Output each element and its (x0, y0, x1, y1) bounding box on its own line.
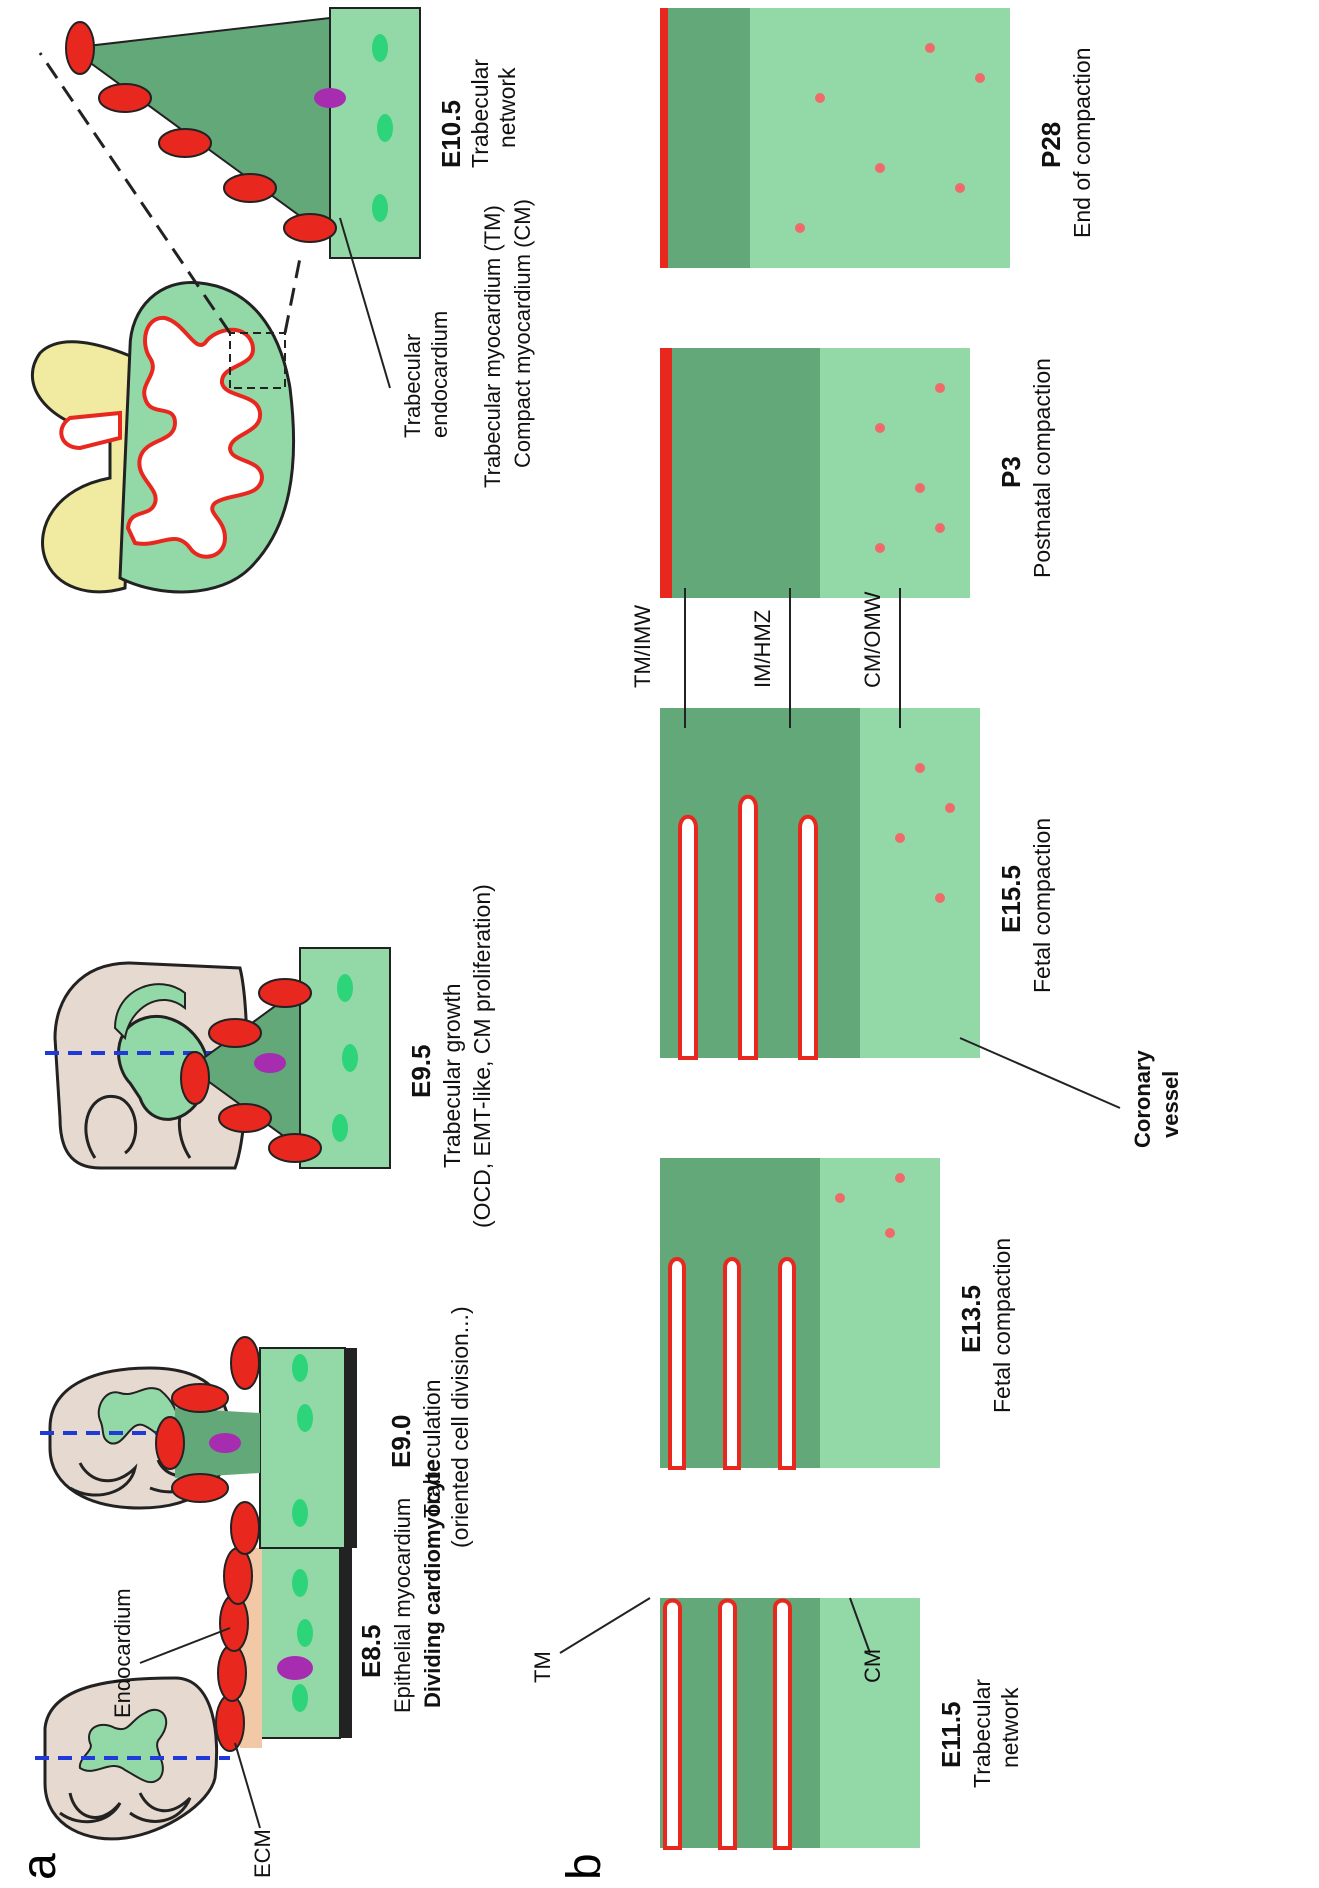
stage-b-p3-desc: Postnatal compaction (1029, 358, 1055, 578)
stage-b-p3: P3 (996, 456, 1026, 488)
label-compact-myocardium: Compact myocardium (CM) (510, 199, 535, 468)
stage-e95-desc: Trabecular growth (439, 983, 465, 1168)
stage-b-p28: P28 (1036, 122, 1066, 168)
label-ecm: ECM (250, 1829, 275, 1878)
block-e155 (660, 708, 980, 1058)
label-b-tm: TM (530, 1651, 555, 1683)
label-coronary-2: vessel (1158, 1071, 1183, 1138)
stage-b-e155-desc: Fetal compaction (1029, 818, 1055, 993)
stage-e85: E8.5 (356, 1625, 386, 1679)
block-e115 (660, 1598, 920, 1848)
stage-e95: E9.5 (406, 1045, 436, 1099)
label-coronary-1: Coronary (1130, 1049, 1155, 1148)
block-e135 (660, 1158, 940, 1468)
tissue-e105 (66, 8, 420, 258)
stage-b-e115-desc: Trabecular (969, 1679, 995, 1788)
block-p28 (660, 8, 1010, 268)
stage-e90: E9.0 (386, 1415, 416, 1469)
stage-b-e155: E15.5 (996, 865, 1026, 933)
label-trabecular-endocardium-1: Trabecular (400, 334, 425, 438)
stage-e90-desc2: (oriented cell division...) (447, 1306, 473, 1548)
label-im-hmz: IM/HMZ (750, 610, 775, 688)
stage-e95-desc2: (OCD, EMT-like, CM proliferation) (469, 884, 495, 1228)
stage-b-e135-desc: Fetal compaction (989, 1238, 1015, 1413)
tissue-e85 (216, 1548, 352, 1751)
stage-e90-desc: Trabeculation (419, 1379, 445, 1518)
panel-label-b: b (558, 1853, 611, 1880)
panel-label-a: a (13, 1853, 66, 1880)
label-trabecular-myocardium: Trabecular myocardium (TM) (480, 205, 505, 488)
label-b-cm: CM (860, 1649, 885, 1683)
label-epithelial-myocardium: Epithelial myocardium (390, 1498, 415, 1713)
stage-b-p28-desc: End of compaction (1069, 47, 1095, 238)
label-trabecular-endocardium-2: endocardium (427, 311, 452, 438)
label-cm-omw: CM/OMW (860, 591, 885, 688)
stage-b-e135: E13.5 (956, 1285, 986, 1353)
tissue-e90 (156, 1337, 357, 1554)
stage-e105-desc: Trabecular (467, 59, 493, 168)
stage-e105: E10.5 (436, 100, 466, 168)
label-endocardium: Endocardium (110, 1588, 135, 1718)
stage-b-e115: E11.5 (936, 1701, 966, 1768)
stage-b-e115-desc2: network (997, 1687, 1023, 1768)
label-tm-imw: TM/IMW (630, 605, 655, 688)
block-p3 (660, 348, 970, 598)
stage-e105-desc2: network (494, 67, 520, 148)
